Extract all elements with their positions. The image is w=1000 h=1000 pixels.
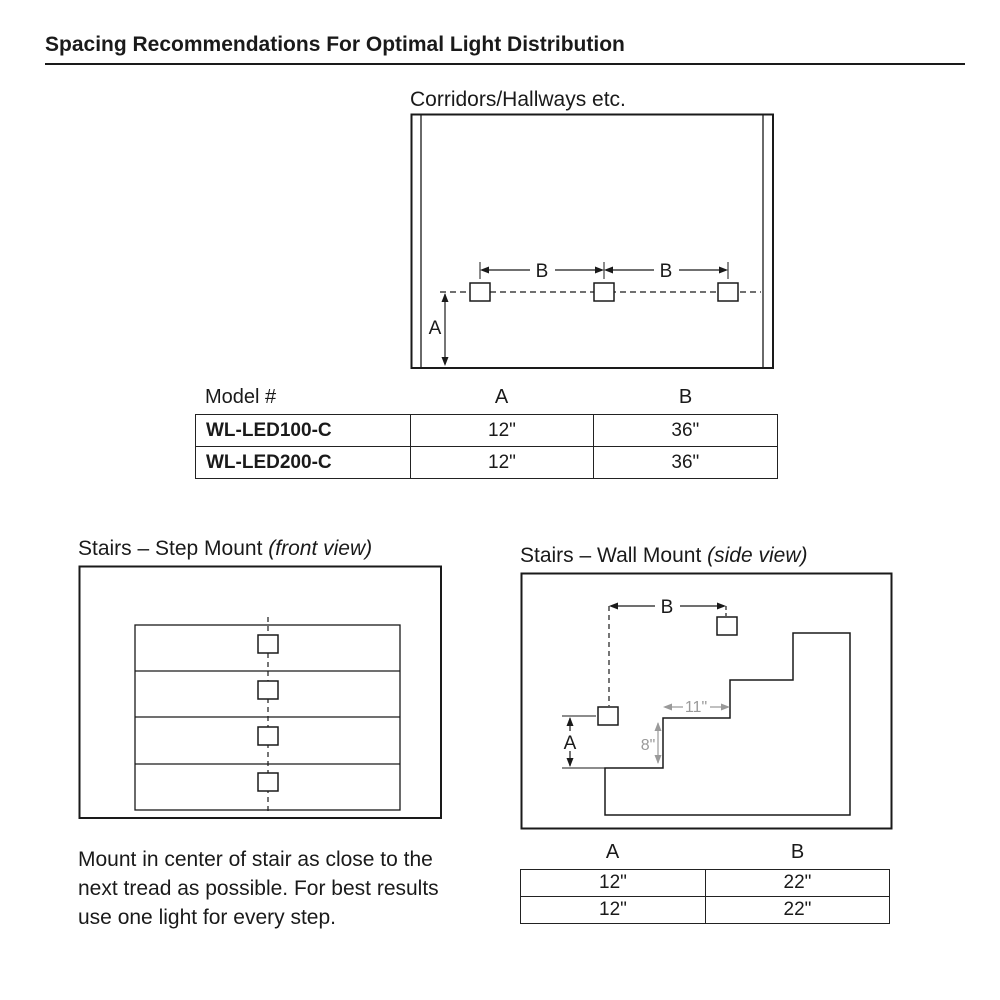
- wall-mount-view-label: (side view): [707, 544, 808, 567]
- dim-label-b: B: [660, 261, 673, 282]
- table-row: 12" 22": [521, 896, 889, 923]
- dimension-b-1: B: [480, 259, 604, 282]
- step-mount-heading: Stairs – Step Mount (front view): [78, 537, 372, 561]
- a-value-cell: 12": [599, 872, 627, 893]
- model-table: WL-LED100-C 12" 36" WL-LED200-C 12" 36": [195, 414, 778, 479]
- a-column-header: A: [494, 386, 509, 408]
- light-fixture: [257, 680, 279, 700]
- light-fixture: [597, 706, 619, 726]
- step-diagram-frame: [78, 565, 442, 819]
- dimension-a: A: [560, 715, 605, 769]
- dim-label-b: B: [536, 261, 549, 282]
- light-fixture: [257, 634, 279, 654]
- wall-table-header: A B: [520, 841, 890, 864]
- dim-label-a: A: [564, 733, 577, 754]
- dimension-riser-height: 8": [641, 722, 662, 764]
- dimension-b-2: B: [604, 259, 728, 282]
- light-fixture: [257, 772, 279, 792]
- dimension-a: A: [429, 293, 449, 366]
- step-mount-view-label: (front view): [268, 537, 373, 560]
- b-value-cell: 36": [592, 447, 777, 478]
- dim-label-11in: 11": [685, 699, 707, 716]
- light-fixture: [717, 282, 739, 302]
- wall-mount-title: Stairs – Wall Mount: [520, 544, 702, 567]
- b-column-header: B: [790, 841, 805, 863]
- a-value-cell: 12": [410, 415, 592, 446]
- corridor-diagram: B B A: [410, 113, 774, 369]
- dim-label-b: B: [661, 597, 674, 618]
- dim-label-8in: 8": [641, 737, 656, 754]
- dim-label-a: A: [429, 318, 442, 339]
- dimension-b: B: [609, 595, 726, 618]
- model-column-header: Model #: [205, 386, 277, 408]
- corridor-outline: [410, 113, 774, 369]
- dimension-tread-depth: 11": [663, 698, 730, 716]
- light-fixture: [716, 616, 738, 636]
- stair-side-profile: [604, 632, 851, 816]
- model-cell: WL-LED200-C: [206, 451, 332, 473]
- light-fixture: [257, 726, 279, 746]
- table-row: WL-LED200-C 12" 36": [196, 446, 777, 478]
- page-title: Spacing Recommendations For Optimal Ligh…: [45, 33, 965, 65]
- step-mount-diagram: [78, 565, 442, 819]
- b-column-header: B: [678, 386, 693, 408]
- table-row: 12" 22": [521, 870, 889, 896]
- wall-diagram-frame: [520, 572, 893, 830]
- a-value-cell: 12": [599, 899, 627, 920]
- a-value-cell: 12": [410, 447, 592, 478]
- wall-mount-diagram: B A 11" 8": [520, 572, 893, 830]
- step-mount-title: Stairs – Step Mount: [78, 537, 263, 560]
- model-cell: WL-LED100-C: [206, 419, 332, 441]
- b-value-cell: 36": [592, 415, 777, 446]
- mounting-note: Mount in center of stair as close to the…: [78, 848, 439, 929]
- b-value-cell: 22": [705, 897, 889, 923]
- wall-mount-heading: Stairs – Wall Mount (side view): [520, 544, 807, 568]
- corridor-section-heading: Corridors/Hallways etc.: [410, 88, 626, 111]
- a-column-header: A: [605, 841, 620, 863]
- light-fixture: [469, 282, 491, 302]
- table-row: WL-LED100-C 12" 36": [196, 415, 777, 446]
- light-fixture: [593, 282, 615, 302]
- wall-table: 12" 22" 12" 22": [520, 869, 890, 924]
- b-value-cell: 22": [705, 870, 889, 896]
- model-table-header: Model # A B: [195, 386, 778, 409]
